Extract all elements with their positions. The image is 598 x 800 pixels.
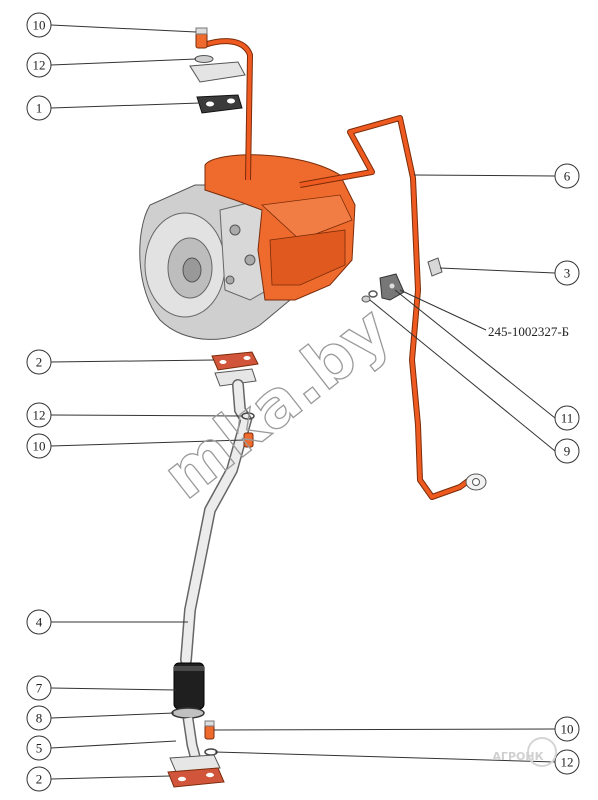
callout-10-top: 10 (33, 18, 46, 33)
clip-3 (427, 257, 443, 277)
washer-12-top (194, 55, 214, 63)
callout-3: 3 (564, 266, 571, 281)
flange-mid (214, 368, 257, 387)
pipe-6 (299, 115, 487, 500)
callout-2-bot: 2 (36, 772, 43, 787)
turbo-turbine-housing (204, 154, 356, 301)
callout-11: 11 (561, 411, 574, 426)
flange-top (189, 61, 246, 83)
callout-8: 8 (36, 711, 43, 726)
callout-12-top: 12 (33, 58, 46, 73)
leader-lines (50, 24, 556, 780)
washer-11 (368, 290, 378, 298)
gasket-2-mid (211, 351, 259, 371)
drain-pipe-4 (180, 379, 253, 666)
callout-2-mid: 2 (36, 355, 43, 370)
callout-5: 5 (36, 741, 43, 756)
callout-6: 6 (564, 169, 571, 184)
flange-5 (169, 754, 221, 773)
callout-9: 9 (564, 444, 571, 459)
callout-10-bot: 10 (561, 722, 574, 737)
callout-12-bot: 12 (561, 755, 574, 770)
gasket-2-bot (167, 767, 225, 788)
bolt-9 (361, 295, 371, 303)
clamp-8 (171, 707, 205, 719)
agronk-logo: АГРОНК (492, 737, 557, 767)
callout-10-mid: 10 (33, 439, 46, 454)
callout-12-mid: 12 (33, 408, 46, 423)
gasket-1 (196, 94, 243, 114)
logo-text: АГРОНК (492, 750, 543, 763)
callout-4: 4 (36, 615, 43, 630)
oil-supply-pipe-top (203, 38, 254, 181)
callout-1: 1 (36, 101, 43, 116)
part-number-label: 245-1002327-Б (488, 324, 569, 339)
callout-7: 7 (36, 681, 43, 696)
callout-circles (26, 12, 580, 792)
